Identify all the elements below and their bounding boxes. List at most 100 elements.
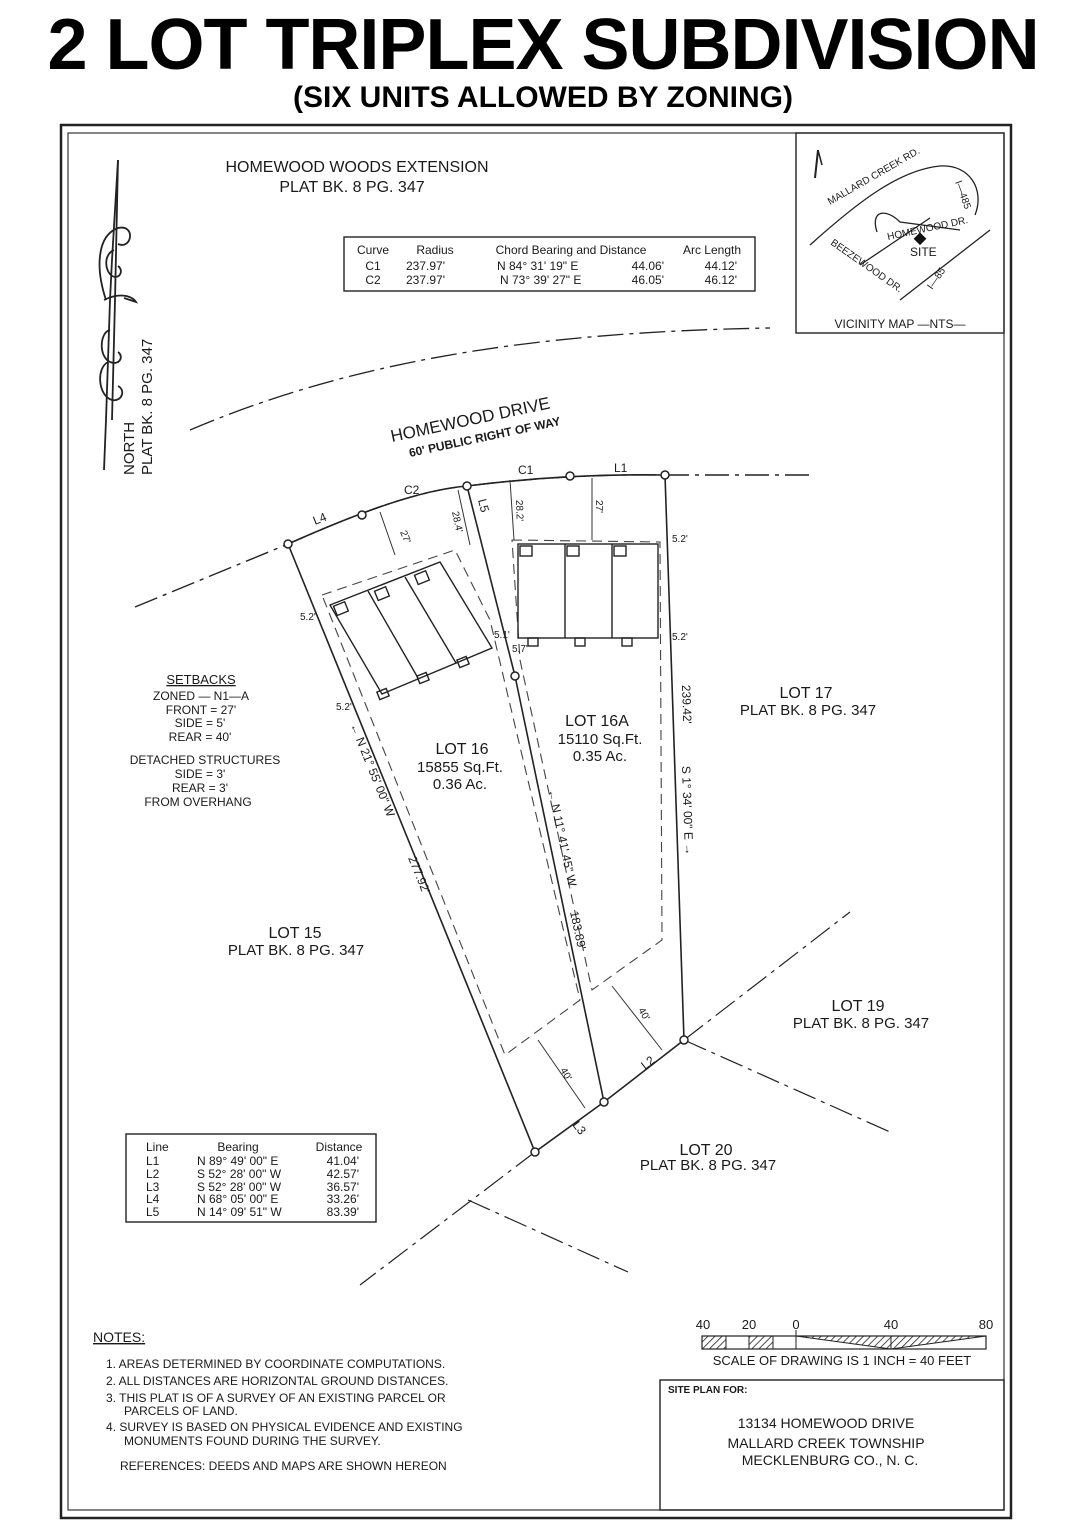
svg-text:DETACHED STRUCTURES: DETACHED STRUCTURES: [130, 753, 280, 767]
svg-text:N 73° 39' 27" E: N 73° 39' 27" E: [500, 273, 581, 287]
line-table-row: L1 N 89° 49' 00" E 41.04': [146, 1154, 359, 1168]
svg-text:FRONT = 27': FRONT = 27': [166, 703, 236, 717]
line-table: Line Bearing Distance L1 N 89° 49' 00" E…: [125, 1133, 377, 1223]
svg-text:L4: L4: [146, 1192, 160, 1206]
north-arrow-icon: [98, 159, 139, 471]
lot-15-label: LOT 15 PLAT BK. 8 PG. 347: [228, 925, 364, 959]
svg-text:33.26': 33.26': [327, 1192, 359, 1206]
svg-text:L1: L1: [146, 1154, 160, 1168]
svg-text:28.4': 28.4': [449, 510, 464, 533]
svg-text:Chord Bearing and Distance: Chord Bearing and Distance: [496, 243, 647, 257]
svg-text:MECKLENBURG CO., N. C.: MECKLENBURG CO., N. C.: [742, 1452, 919, 1468]
vicinity-north-icon: [814, 149, 819, 179]
svg-text:MALLARD CREEK RD.: MALLARD CREEK RD.: [826, 146, 922, 208]
svg-text:27': 27': [593, 500, 604, 513]
lot-19-label: LOT 19 PLAT BK. 8 PG. 347: [793, 998, 929, 1032]
outer-border: [59, 123, 1013, 1520]
svg-text:I—85: I—85: [925, 265, 948, 291]
svg-text:40': 40': [557, 1066, 573, 1083]
svg-text:42.57': 42.57': [327, 1167, 359, 1181]
line-table-row: L2 S 52° 28' 00" W 42.57': [146, 1167, 359, 1181]
svg-text:SIDE = 5': SIDE = 5': [175, 716, 226, 730]
page-title: 2 LOT TRIPLEX SUBDIVISION: [47, 5, 1039, 85]
north-label: NORTH: [121, 422, 138, 475]
lot-boundaries: [287, 474, 685, 1153]
svg-text:0: 0: [792, 1317, 799, 1332]
svg-text:237.97': 237.97': [406, 259, 445, 273]
svg-text:80: 80: [979, 1317, 993, 1332]
mid-line-bearing: ← N 11° 41' 45" W: [545, 788, 579, 889]
west-line-bearing: ← N 21° 55' 00" W: [347, 721, 398, 820]
svg-text:Bearing: Bearing: [217, 1140, 258, 1154]
svg-text:0.35 Ac.: 0.35 Ac.: [573, 748, 627, 765]
site-plan-block: SITE PLAN FOR: 13134 HOMEWOOD DRIVE MALL…: [659, 1379, 1005, 1511]
page-subtitle: (SIX UNITS ALLOWED BY ZONING): [293, 81, 793, 114]
svg-text:PLAT BK. 8 PG. 347: PLAT BK. 8 PG. 347: [793, 1015, 929, 1032]
svg-text:L3: L3: [146, 1180, 160, 1194]
svg-text:S 52° 28' 00" W: S 52° 28' 00" W: [197, 1167, 282, 1181]
svg-text:Radius: Radius: [416, 243, 453, 257]
svg-text:REAR = 3': REAR = 3': [172, 781, 228, 795]
road-centerline: [189, 327, 771, 431]
lot-16a-label: LOT 16A 15110 Sq.Ft. 0.35 Ac.: [558, 713, 643, 765]
svg-text:PLAT BK. 8 PG. 347: PLAT BK. 8 PG. 347: [740, 702, 876, 719]
line-table-row: L3 S 52° 28' 00" W 36.57': [146, 1180, 359, 1194]
svg-text:46.12': 46.12': [705, 273, 737, 287]
svg-text:41.04': 41.04': [327, 1154, 359, 1168]
svg-text:N 68° 05' 00" E: N 68° 05' 00" E: [197, 1192, 278, 1206]
svg-text:I—485: I—485: [952, 179, 973, 211]
svg-text:20: 20: [742, 1317, 756, 1332]
svg-text:LOT 15: LOT 15: [268, 925, 321, 942]
notes-block: NOTES: 1. AREAS DETERMINED BY COORDINATE…: [93, 1329, 463, 1473]
svg-text:MALLARD CREEK TOWNSHIP: MALLARD CREEK TOWNSHIP: [727, 1435, 924, 1451]
svg-text:5.7': 5.7': [512, 644, 528, 655]
svg-text:40: 40: [696, 1317, 710, 1332]
inner-border: [67, 132, 1005, 1511]
svg-text:15855 Sq.Ft.: 15855 Sq.Ft.: [417, 759, 503, 776]
svg-text:SITE PLAN FOR:: SITE PLAN FOR:: [668, 1385, 747, 1396]
svg-text:5.2': 5.2': [336, 702, 352, 713]
segment-l4: L4: [311, 510, 329, 528]
svg-text:4. SURVEY IS BASED ON PHYSICA: 4. SURVEY IS BASED ON PHYSICAL EVIDENCE …: [106, 1420, 463, 1434]
svg-text:REFERENCES: DEEDS AND MAPS AR: REFERENCES: DEEDS AND MAPS ARE SHOWN HER…: [120, 1459, 447, 1473]
svg-text:27': 27': [397, 529, 412, 545]
svg-text:REAR = 40': REAR = 40': [169, 730, 232, 744]
segment-l5: L5: [475, 497, 492, 514]
svg-text:44.06': 44.06': [632, 259, 664, 273]
svg-text:BEEZEWOOD DR.: BEEZEWOOD DR.: [828, 237, 904, 295]
svg-text:40': 40': [635, 1006, 651, 1023]
east-line-bearing: S 1° 34' 00" E →: [679, 766, 696, 856]
svg-text:SETBACKS: SETBACKS: [166, 672, 236, 687]
svg-text:N 84° 31' 19" E: N 84° 31' 19" E: [497, 259, 578, 273]
svg-text:Distance: Distance: [316, 1140, 363, 1154]
svg-text:3. THIS PLAT IS OF A SURVEY O: 3. THIS PLAT IS OF A SURVEY OF AN EXISTI…: [106, 1391, 446, 1405]
svg-text:2. ALL DISTANCES ARE HORIZONT: 2. ALL DISTANCES ARE HORIZONTAL GROUND D…: [106, 1374, 449, 1388]
svg-text:L2: L2: [146, 1167, 160, 1181]
triplex-lot16a: [517, 543, 659, 647]
homewood-woods-plat: PLAT BK. 8 PG. 347: [279, 179, 424, 196]
west-line-distance: 277.92': [405, 854, 433, 895]
svg-text:FROM OVERHANG: FROM OVERHANG: [144, 795, 251, 809]
svg-text:SIDE = 3': SIDE = 3': [175, 767, 226, 781]
north-plat-label: PLAT BK. 8 PG. 347: [139, 339, 156, 475]
svg-text:LOT 19: LOT 19: [831, 998, 884, 1015]
svg-text:Curve: Curve: [357, 243, 389, 257]
triplex-lot16: [328, 561, 494, 701]
svg-text:36.57': 36.57': [327, 1180, 359, 1194]
svg-text:5.1': 5.1': [494, 630, 510, 641]
setbacks-block: SETBACKS ZONED — N1—A FRONT = 27' SIDE =…: [130, 672, 280, 809]
svg-text:N 14° 09' 51" W: N 14° 09' 51" W: [197, 1205, 282, 1219]
svg-text:83.39': 83.39': [327, 1205, 359, 1219]
segment-c2: C2: [404, 483, 420, 497]
svg-text:1. AREAS DETERMINED BY COORDI: 1. AREAS DETERMINED BY COORDINATE COMPUT…: [106, 1357, 445, 1371]
survey-points: [283, 470, 689, 1157]
segment-l1: L1: [614, 461, 628, 475]
svg-text:5.2': 5.2': [672, 632, 688, 643]
svg-text:MONUMENTS FOUND DURING THE SUR: MONUMENTS FOUND DURING THE SURVEY.: [124, 1434, 381, 1448]
svg-text:SCALE OF DRAWING IS 1 INCH = 4: SCALE OF DRAWING IS 1 INCH = 40 FEET: [713, 1353, 972, 1368]
svg-text:C2: C2: [365, 273, 381, 287]
svg-text:15110 Sq.Ft.: 15110 Sq.Ft.: [558, 731, 643, 748]
lot-20-label: LOT 20 PLAT BK. 8 PG. 347: [640, 1142, 776, 1174]
svg-text:Arc Length: Arc Length: [683, 243, 741, 257]
